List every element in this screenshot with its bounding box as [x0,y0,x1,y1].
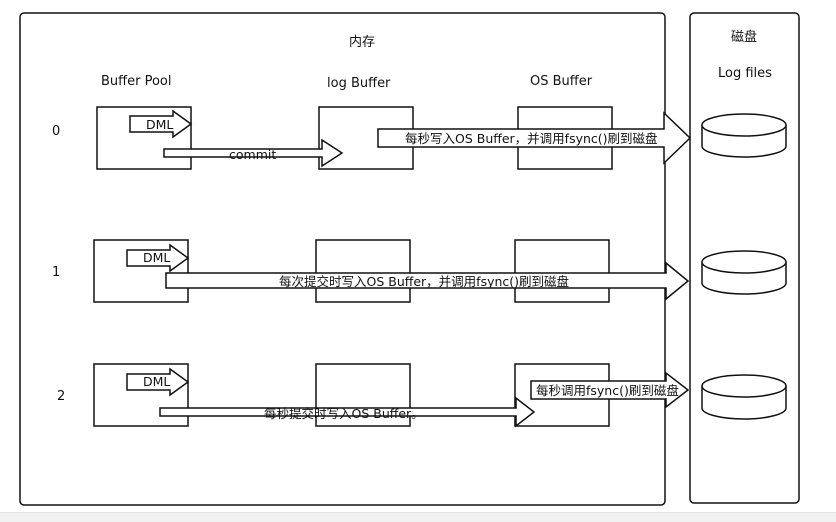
row0-buffer-pool-box [96,106,192,170]
row0-dml-label: DML [146,117,174,132]
row2-write-arrow [159,396,536,428]
buffer-pool-header: Buffer Pool [101,74,172,89]
memory-title: 内存 [349,35,376,50]
row0-dml-arrow [129,109,193,139]
log-buffer-header: log Buffer [327,76,391,91]
disk-title: 磁盘 [731,30,758,45]
bottom-strip [0,512,836,522]
row0-flush-arrow [377,111,692,165]
disk-cylinder-2 [701,374,787,420]
row2-flush-label: 每秒调用fsync()刷到磁盘 [536,383,679,398]
log-files-label: Log files [718,66,772,81]
disk-cylinder-1 [701,250,787,295]
row2-write-label: 每秒提交时写入OS Buffer。 [264,406,424,421]
row1-log-buffer-box [315,239,411,303]
row1-id: 1 [52,265,61,280]
disk-cylinder-0 [701,113,787,158]
row0-commit-label: commit [229,147,277,162]
row1-dml-label: DML [143,250,171,265]
os-buffer-header: OS Buffer [530,74,593,89]
disk-container [689,12,800,504]
row2-buffer-pool-box [93,363,189,427]
row1-flush-label: 每次提交时写入OS Buffer，并调用fsync()刷到磁盘 [279,274,570,289]
row0-flush-label: 每秒写入OS Buffer，并调用fsync()刷到磁盘 [405,131,658,146]
row2-dml-arrow [126,367,190,397]
row2-flush-arrow [530,371,690,409]
row1-flush-arrow [165,261,690,301]
row2-id: 2 [57,389,66,404]
memory-container [19,12,666,506]
row0-commit-arrow [163,138,344,168]
row1-dml-arrow [126,243,190,273]
row0-id: 0 [52,124,61,139]
row2-log-buffer-box [315,363,411,427]
row1-buffer-pool-box [93,239,189,303]
row1-os-buffer-box [514,239,610,303]
row2-dml-label: DML [143,374,171,389]
